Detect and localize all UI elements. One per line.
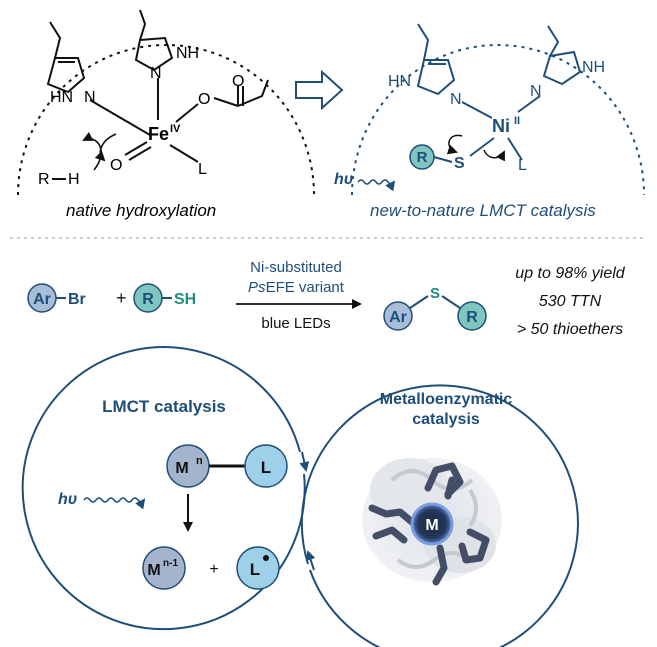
radical-dot <box>263 555 269 561</box>
active-site-residues <box>368 462 490 586</box>
iron-center: Fe <box>148 124 169 144</box>
catalyst-organism: Ps <box>248 279 266 296</box>
ni-imid-nh-right: NH <box>582 59 605 76</box>
lmct-cycle: LMCT catalysis M n L hυ M n-1 + L <box>21 346 310 631</box>
reaction-conditions: blue LEDs <box>261 315 330 332</box>
imidazole-top <box>134 9 174 120</box>
radical-l: L <box>250 560 260 579</box>
metal-n: M <box>175 460 188 477</box>
metalloenzyme-cycle: Metalloenzymatic catalysis M <box>300 384 579 647</box>
metal-reduced-circle <box>142 546 186 590</box>
enzyme-cycle-circle <box>300 384 579 647</box>
ni-l-bond <box>507 137 523 161</box>
nickel-oxidation-state: II <box>514 115 520 127</box>
ni-imid-n-left: N <box>450 91 462 108</box>
oxo-o: O <box>110 157 122 174</box>
iron-oxidation-state: IV <box>170 123 181 135</box>
imidazole-right-2 <box>517 25 582 113</box>
reagent-br: Br <box>68 291 86 308</box>
product-ar-circle <box>383 301 413 331</box>
thiol-sulfur: S <box>454 155 465 172</box>
carbonyl-o: O <box>232 73 244 90</box>
metal-n-sup: n <box>196 455 203 467</box>
reagent-r: R <box>142 291 154 308</box>
curved-arrow-2 <box>94 133 117 162</box>
oxo-double-bond <box>124 141 152 161</box>
lmct-cycle-circle <box>21 346 306 631</box>
reagent-ar: Ar <box>33 291 51 308</box>
product-r: R <box>466 309 478 326</box>
transition-arrow <box>295 69 344 111</box>
cycle-plus: + <box>209 561 218 578</box>
carboxylate-ligand <box>175 79 269 123</box>
metal-reduced-sup: n-1 <box>163 558 178 569</box>
native-caption: native hydroxylation <box>66 201 216 220</box>
imidazole-left <box>46 21 151 136</box>
ni-imid-nh-left: HN <box>388 73 411 90</box>
ni-s-bond <box>469 137 495 157</box>
enzyme-title-line2: catalysis <box>412 411 480 428</box>
enzyme-cycle-arrowhead <box>305 550 316 571</box>
reagent-sh: SH <box>174 291 196 308</box>
product-ar: Ar <box>389 309 407 326</box>
result-yield: up to 98% yield <box>515 265 626 282</box>
r-s-bond <box>433 156 453 163</box>
light-wave-cycle <box>83 497 146 510</box>
metal-reduced: M <box>147 562 160 579</box>
light-wave-top <box>357 179 396 192</box>
carboxylate-o: O <box>198 91 210 108</box>
imid-n-top: N <box>150 65 162 82</box>
substrate-h: H <box>68 171 80 188</box>
result-scope: > 50 thioethers <box>517 321 623 338</box>
light-hv-top: hυ <box>334 171 353 188</box>
imid-n-left: N <box>84 89 96 106</box>
curved-arrow-1 <box>82 131 102 171</box>
ligand-l-cycle: L <box>261 458 271 477</box>
reaction-scheme: Ar Br + R SH Ni-substituted PsEFE varian… <box>27 259 626 338</box>
result-ttn: 530 TTN <box>539 293 602 310</box>
enzyme-metal-label: M <box>425 517 438 534</box>
lmct-title: LMCT catalysis <box>102 397 226 416</box>
ligand-l-right: L <box>518 157 527 174</box>
imid-nh-top: NH <box>176 45 199 62</box>
s-r-bond <box>441 295 461 309</box>
enzyme-metal-center <box>410 502 454 546</box>
product-s: S <box>430 285 440 302</box>
reaction-plus: + <box>116 288 127 308</box>
lmct-curved-arrow-2 <box>483 149 505 162</box>
active-site-dotted-arc <box>17 44 315 196</box>
lmct-panel: HN N NH N Ni II L R S hυ new-to-nature L… <box>334 23 645 220</box>
ni-imid-n-right: N <box>530 83 542 100</box>
fe-l-bond <box>169 144 199 163</box>
lmct-caption: new-to-nature LMCT catalysis <box>370 201 596 220</box>
catalyst-line1: Ni-substituted <box>250 259 342 276</box>
active-site-dotted-arc-blue <box>351 44 645 196</box>
imidazole-right-1 <box>416 23 493 119</box>
enzyme-title-line1: Metalloenzymatic <box>380 391 513 408</box>
ligand-l-left: L <box>198 161 207 178</box>
imid-nh-left: HN <box>50 89 73 106</box>
ligand-circle <box>244 444 288 488</box>
lmct-curved-arrow-1 <box>446 134 463 155</box>
nickel-center: Ni <box>492 116 510 136</box>
product-r-circle <box>457 301 487 331</box>
native-hydroxylation-panel: HN N NH N Fe IV O O O L R <box>17 9 315 220</box>
light-hv-cycle: hυ <box>58 491 77 508</box>
thiol-r: R <box>417 149 428 166</box>
catalyst-line2: PsEFE variant <box>248 279 345 296</box>
catalyst-variant: EFE variant <box>266 279 345 296</box>
substrate-r: R <box>38 171 50 188</box>
ar-s-bond <box>409 295 429 309</box>
lmct-cycle-arrowhead <box>299 451 310 472</box>
